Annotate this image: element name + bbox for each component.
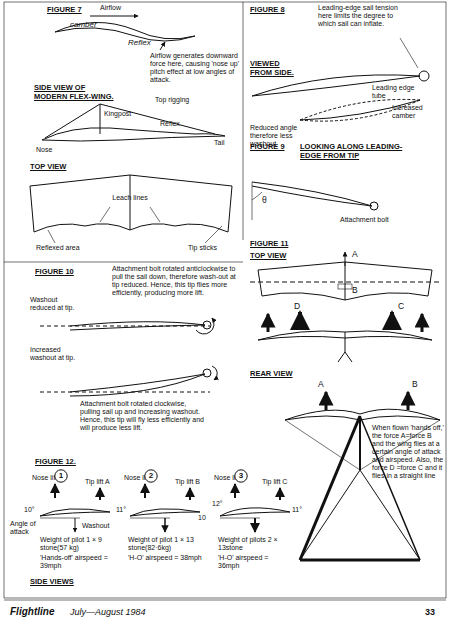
annotation: Airflow generates downward force here, c… xyxy=(150,52,242,84)
annotation: B xyxy=(352,286,358,296)
annotation: Tip lift B xyxy=(175,478,200,486)
annotation: camber xyxy=(70,20,97,29)
callout-circle: 2 xyxy=(144,469,158,483)
figure-heading: FIGURE 12. xyxy=(35,458,76,467)
annotation: 11° xyxy=(292,506,302,514)
annotation: Washout reduced at tip. xyxy=(30,296,76,312)
figure-heading: FIGURE 7 xyxy=(47,6,82,15)
figure-heading: SIDE VIEW OF MODERN FLEX-WING. xyxy=(34,84,114,101)
annotation: Weight of pilots 2 × 13stone xyxy=(218,536,294,552)
annotation: A xyxy=(318,380,324,390)
annotation: Tail xyxy=(214,139,225,147)
annotation: Reflex xyxy=(160,120,180,128)
annotation: 33 xyxy=(425,607,435,617)
annotation: When flown 'hands off,' the force A=forc… xyxy=(372,424,444,480)
annotation: D xyxy=(294,302,300,312)
annotation: Tip sticks xyxy=(188,244,217,252)
annotation: Reflex xyxy=(128,38,151,47)
annotation: Tip lift C xyxy=(262,478,287,486)
annotation: B xyxy=(412,380,418,390)
annotation: Leading edge tube xyxy=(372,84,420,100)
annotation: Kingpost xyxy=(104,110,131,118)
figure-heading: SIDE VIEWS xyxy=(30,578,74,587)
annotation: 12° xyxy=(212,500,223,508)
annotation: Increased camber xyxy=(392,104,440,120)
annotation: 'H-O' airspeed = 36mph xyxy=(218,554,290,570)
annotation: Reflexed area xyxy=(36,244,80,252)
annotation: Increased washout at tip. xyxy=(30,346,86,362)
annotation: Leading-edge sail tension here limits th… xyxy=(318,4,408,28)
annotation: 11° xyxy=(116,506,126,514)
annotation: Angle of attack xyxy=(10,520,38,536)
figure-heading: FIGURE 9 xyxy=(250,143,285,152)
callout-number: 1 xyxy=(54,469,68,483)
annotation: Weight of pilot 1 × 9 stone(57 kg) xyxy=(40,536,122,552)
figure-heading: TOP VIEW xyxy=(250,252,286,261)
figure-heading: FIGURE 8 xyxy=(250,6,285,15)
annotation: θ xyxy=(262,196,267,206)
annotation: Attachment bolt rotated anticlockwise to… xyxy=(112,265,236,297)
annotation: Attachment bolt xyxy=(340,216,389,224)
annotation: C xyxy=(398,302,404,312)
annotation: Tip lift A xyxy=(85,478,110,486)
annotation: 'H-O' airspeed = 38mph xyxy=(128,554,208,562)
annotation: July—August 1984 xyxy=(70,607,146,617)
annotation: 10° xyxy=(24,506,35,514)
annotation: A xyxy=(352,250,358,260)
annotation: Weight of pilot 1 × 13 stone(82·6kg) xyxy=(128,536,214,552)
figure-heading: LOOKING ALONG LEADING-EDGE FROM TIP xyxy=(300,143,420,160)
callout-number: 2 xyxy=(144,469,158,483)
annotation: Washout xyxy=(82,522,109,530)
annotation: 'Hands-off' airspeed = 39mph xyxy=(40,554,122,570)
annotation: Nose xyxy=(36,146,52,154)
figure-heading: REAR VIEW xyxy=(250,370,293,379)
callout-circle: 1 xyxy=(54,469,68,483)
annotation: Flightline xyxy=(10,606,54,618)
callout-number: 3 xyxy=(234,469,248,483)
figure-heading: FIGURE 11 xyxy=(250,240,288,249)
annotation: Leach lines xyxy=(112,194,148,202)
callout-circle: 3 xyxy=(234,469,248,483)
annotation: Top rigging xyxy=(155,96,189,104)
figure-heading: FIGURE 10 xyxy=(35,268,74,277)
annotation: Airflow xyxy=(100,4,121,12)
figure-heading: VIEWED FROM SIDE. xyxy=(250,60,302,77)
figure-heading: TOP VIEW xyxy=(30,163,66,172)
annotation: 10 xyxy=(198,514,206,522)
annotation: Attachment bolt rotated clockwise, pulli… xyxy=(80,400,206,432)
